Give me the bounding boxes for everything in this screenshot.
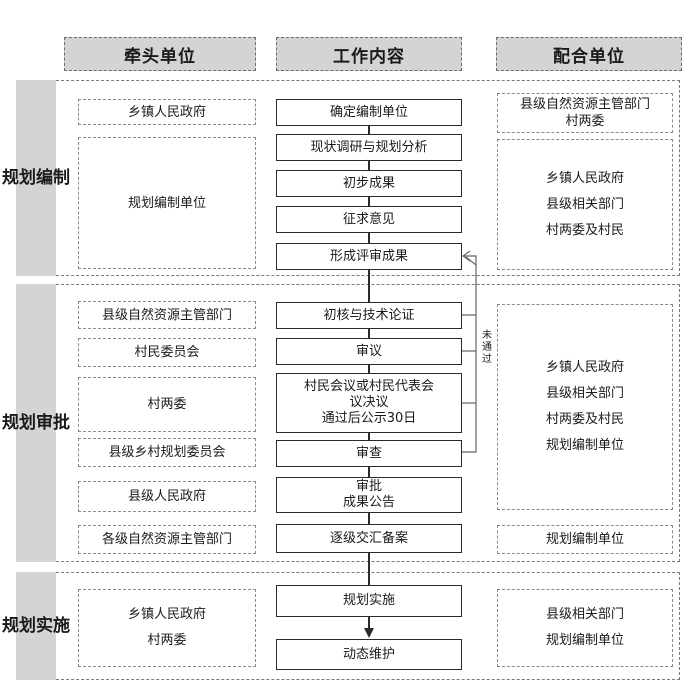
text-line: 县级自然资源主管部门 xyxy=(519,97,650,112)
lead-all-levels-natural-resources-dept: 各级自然资源主管部门 xyxy=(78,525,256,554)
text-line: 审查 xyxy=(355,445,382,461)
text-line: 乡镇人民政府 xyxy=(127,607,206,622)
lead-planning-unit: 规划编制单位 xyxy=(78,137,256,269)
text-line: 规 xyxy=(2,413,19,433)
text-line: 县级相关部门 xyxy=(545,196,624,212)
text-line: 规划编制单位 xyxy=(545,532,624,547)
text-line: 实 xyxy=(36,616,53,636)
text-line: 规 xyxy=(2,168,19,188)
text-line: 划 xyxy=(19,168,36,188)
phase-label-review: 规划审批 xyxy=(2,284,70,562)
step-preliminary-results: 初步成果 xyxy=(276,170,462,197)
text-line: 制 xyxy=(53,168,70,188)
text-line: 县级相关部门 xyxy=(545,607,624,622)
text-line: 通过后公示30日 xyxy=(321,411,417,426)
feedback-line-examination xyxy=(462,315,477,453)
text-line: 审议 xyxy=(355,343,382,359)
feedback-arrow-icon xyxy=(461,250,471,262)
step-approval-announcement: 审批成果公告 xyxy=(276,477,462,513)
text-line: 乡镇人民政府 xyxy=(545,170,624,186)
step-deliberation: 审议 xyxy=(276,338,462,365)
text-line: 规划编制单位 xyxy=(545,633,624,648)
flow-connector-line-final xyxy=(368,614,370,633)
text-line: 村两委 xyxy=(565,114,605,129)
phase-label-implement: 规划实施 xyxy=(2,572,70,680)
feedback-label-not-passed: 未通过 xyxy=(481,330,493,366)
text-line: 村两委 xyxy=(147,633,187,648)
text-line: 成果公告 xyxy=(342,495,395,510)
feedback-line-tech-review xyxy=(462,256,477,316)
step-preliminary-technical-review: 初核与技术论证 xyxy=(276,302,462,329)
phase-label-compile: 规划编制 xyxy=(2,80,70,276)
lead-township-government: 乡镇人民政府 xyxy=(78,99,256,125)
text-line: 初核与技术论证 xyxy=(323,307,415,323)
text-line: 现状调研与规划分析 xyxy=(310,139,428,155)
text-line: 议决议 xyxy=(349,395,389,410)
text-line: 通 xyxy=(482,342,492,353)
text-line: 审批 xyxy=(355,479,382,494)
text-line: 施 xyxy=(53,616,70,636)
text-line: 批 xyxy=(53,413,70,433)
text-line: 规 xyxy=(2,616,19,636)
text-line: 规划编制单位 xyxy=(545,438,624,453)
coop-review-main: 乡镇人民政府县级相关部门村两委及村民规划编制单位 xyxy=(497,304,673,510)
text-line: 征求意见 xyxy=(342,211,395,227)
text-line: 村民会议或村民代表会 xyxy=(303,379,434,394)
coop-compile-top: 县级自然资源主管部门村两委 xyxy=(497,93,673,133)
lead-village-two-committees: 村两委 xyxy=(78,377,256,432)
coop-review-bottom: 规划编制单位 xyxy=(497,525,673,554)
text-line: 逐级交汇备案 xyxy=(329,530,408,546)
text-line: 乡镇人民政府 xyxy=(545,360,624,375)
text-line: 村两委及村民 xyxy=(545,222,624,238)
text-line: 过 xyxy=(482,354,492,365)
lead-county-rural-planning-committee: 县级乡村规划委员会 xyxy=(78,438,256,467)
flow-connector-line xyxy=(368,124,370,610)
text-line: 形成评审成果 xyxy=(329,248,408,264)
step-village-meeting-resolution: 村民会议或村民代表会议决议通过后公示30日 xyxy=(276,373,462,433)
header-cooperating-units: 配合单位 xyxy=(496,37,682,71)
lead-implementation-units: 乡镇人民政府村两委 xyxy=(78,589,256,667)
text-line: 未 xyxy=(482,330,492,341)
step-plan-implementation: 规划实施 xyxy=(276,585,462,617)
down-arrow-icon xyxy=(364,628,374,638)
text-line: 村两委及村民 xyxy=(545,412,624,427)
text-line: 县级相关部门 xyxy=(545,386,624,401)
lead-villagers-committee: 村民委员会 xyxy=(78,338,256,367)
text-line: 审 xyxy=(36,413,53,433)
text-line: 划 xyxy=(19,616,36,636)
coop-compile-main: 乡镇人民政府县级相关部门村两委及村民 xyxy=(497,139,673,270)
feedback-return-line xyxy=(464,255,477,265)
step-examination: 审查 xyxy=(276,440,462,467)
text-line: 编 xyxy=(36,168,53,188)
lead-county-government: 县级人民政府 xyxy=(78,481,256,512)
step-survey-and-analysis: 现状调研与规划分析 xyxy=(276,134,462,161)
text-line: 规划实施 xyxy=(342,593,395,608)
header-lead-units: 牵头单位 xyxy=(64,37,256,71)
header-work-content: 工作内容 xyxy=(276,37,462,71)
text-line: 确定编制单位 xyxy=(329,104,408,120)
lead-county-natural-resources-dept: 县级自然资源主管部门 xyxy=(78,301,256,329)
text-line: 初步成果 xyxy=(342,175,395,191)
step-solicit-opinions: 征求意见 xyxy=(276,206,462,233)
text-line: 动态维护 xyxy=(342,646,395,662)
coop-implementation: 县级相关部门规划编制单位 xyxy=(497,589,673,667)
step-filing-level-by-level: 逐级交汇备案 xyxy=(276,524,462,553)
step-determine-compiling-unit: 确定编制单位 xyxy=(276,99,462,126)
text-line: 划 xyxy=(19,413,36,433)
step-dynamic-maintenance: 动态维护 xyxy=(276,639,462,670)
step-form-evaluation-results: 形成评审成果 xyxy=(276,243,462,270)
